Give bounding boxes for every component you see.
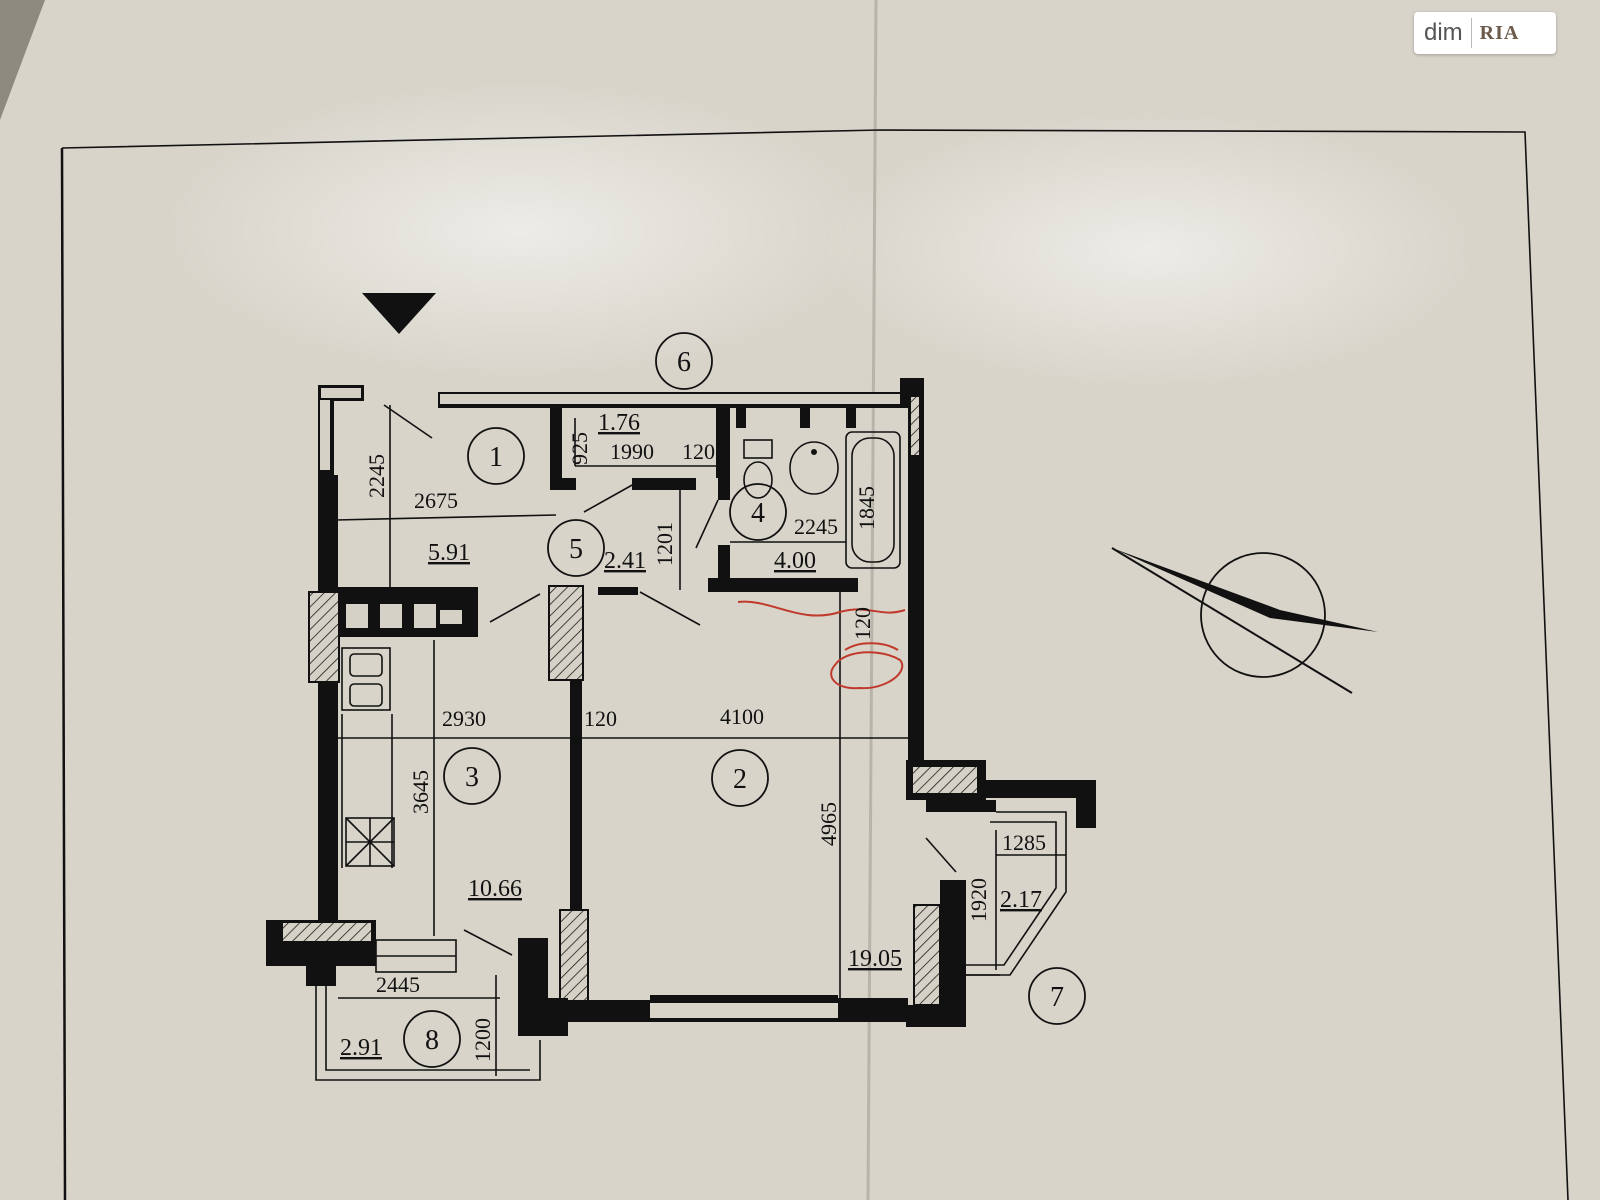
room-circle (729, 483, 787, 541)
washbasin-icon (789, 441, 839, 495)
room-area: 2.91 (340, 1035, 382, 1061)
watermark-right-text: RIA (1479, 21, 1520, 44)
pen-marks (737, 600, 906, 690)
dimension-label: 120 (850, 607, 875, 640)
toilet-icon (743, 461, 773, 499)
room-circle (403, 1010, 461, 1068)
watermark-left-text: dim (1424, 19, 1463, 46)
room-number: 2 (733, 764, 747, 795)
dimension-label: 2445 (376, 972, 420, 997)
room-area: 4.00 (774, 548, 816, 574)
room-area: 2.17 (1000, 887, 1042, 913)
dimension-label: 120 (584, 706, 617, 731)
dimension-label: 1990 (610, 439, 654, 464)
room-circle (547, 519, 605, 577)
room-number: 7 (1050, 982, 1064, 1013)
dimension-label: 2245 (794, 514, 838, 539)
dimension-label: 1845 (854, 486, 879, 530)
dimension-label: 1201 (652, 522, 677, 566)
room-area: 1.76 (598, 410, 640, 436)
dimension-label: 2930 (442, 706, 486, 731)
dimension-labels: 2245 2675 925 1990 120 1201 2245 1845 12… (364, 432, 1046, 1062)
dimension-label: 925 (567, 432, 592, 465)
room-circle (467, 427, 525, 485)
room-circle (655, 332, 713, 390)
room-numbers: 1 2 3 4 5 6 7 8 (425, 347, 1064, 1056)
room-circle (1028, 967, 1086, 1025)
room-circle (711, 749, 769, 807)
entrance-arrow-icon (362, 293, 436, 334)
room-area: 2.41 (604, 548, 646, 574)
dimension-label: 4965 (816, 802, 841, 846)
dim-ria-watermark: dim RIA (1414, 12, 1556, 54)
dimension-label: 1285 (1002, 830, 1046, 855)
dimension-label: 1920 (966, 878, 991, 922)
sink-icon (341, 647, 391, 711)
door-lines (383, 404, 957, 956)
light-glare (160, 80, 880, 380)
dimension-lines (335, 405, 1066, 1076)
frame-border (61, 129, 1569, 1200)
room-number: 1 (489, 442, 503, 473)
dimension-label: 2675 (414, 488, 458, 513)
room-number: 8 (425, 1025, 439, 1056)
room-markers (403, 332, 1086, 1068)
compass-icon (1111, 547, 1378, 694)
dimension-label: 2245 (364, 454, 389, 498)
room-number: 6 (677, 347, 691, 378)
watermark-divider (1470, 18, 1472, 48)
room-area: 19.05 (848, 946, 902, 972)
light-glare (820, 110, 1480, 390)
frame-border (60, 147, 67, 1200)
bathtub-icon (845, 431, 901, 569)
room-circle (443, 747, 501, 805)
room-number: 3 (465, 762, 479, 793)
room-area: 10.66 (468, 876, 522, 902)
dimension-label: 120 (682, 439, 715, 464)
room-area: 5.91 (428, 540, 470, 566)
dimension-label: 1200 (470, 1018, 495, 1062)
fixtures (341, 431, 901, 868)
dimension-label: 4100 (720, 704, 764, 729)
room-areas: 5.91 19.05 10.66 4.00 2.41 1.76 2.17 2.9… (340, 410, 1042, 1061)
room-number: 4 (751, 498, 765, 529)
room-number: 5 (569, 534, 583, 565)
dimension-label: 3645 (408, 770, 433, 814)
